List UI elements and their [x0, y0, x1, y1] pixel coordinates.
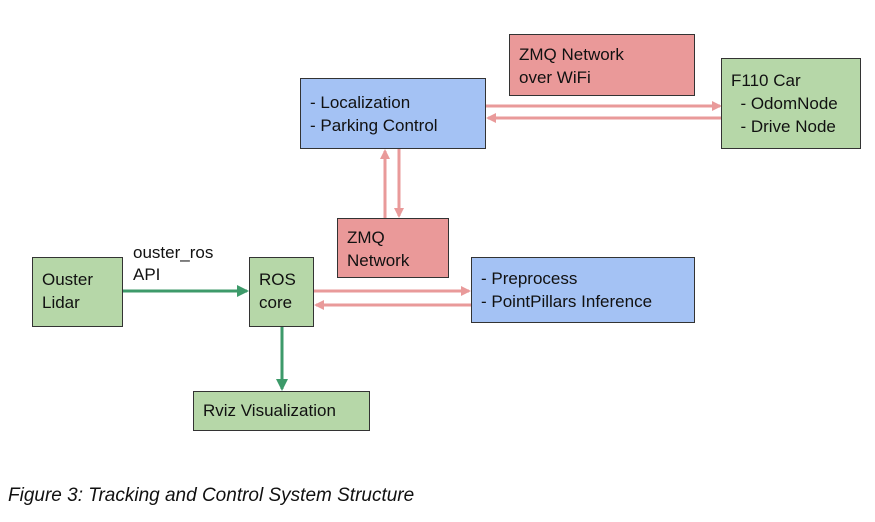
ouster-lidar-node: Ouster Lidar [32, 257, 123, 327]
zmq-wifi-line-2: over WiFi [519, 68, 591, 87]
rviz-visualization-node: Rviz Visualization [193, 391, 370, 431]
f110-line-3: - Drive Node [731, 117, 836, 136]
lidar-line-2: Lidar [42, 293, 80, 312]
zmq-network-node: ZMQ Network [337, 218, 449, 278]
f110-car-node: F110 Car - OdomNode - Drive Node [721, 58, 861, 149]
localization-line-2: - Parking Control [310, 116, 438, 135]
preprocess-line-2: - PointPillars Inference [481, 292, 653, 311]
zmq-wifi-line-1: ZMQ Network [519, 45, 624, 64]
preprocess-line-1: - Preprocess [481, 269, 578, 288]
localization-line-1: - Localization [310, 93, 411, 112]
preprocess-node: - Preprocess - PointPillars Inference [471, 257, 695, 323]
ros-core-line-1: ROS [259, 270, 296, 289]
figure-caption: Figure 3: Tracking and Control System St… [8, 485, 415, 506]
api-label-line-2: API [133, 265, 161, 284]
ros-core-line-2: core [259, 293, 293, 312]
f110-line-2: - OdomNode [731, 94, 838, 113]
localization-node: - Localization - Parking Control [300, 78, 486, 149]
zmq-network-line-1: ZMQ [347, 228, 385, 247]
f110-line-1: F110 Car [731, 71, 801, 90]
zmq-wifi-node: ZMQ Network over WiFi [509, 34, 695, 96]
ros-core-node: ROS core [249, 257, 314, 327]
zmq-network-line-2: Network [347, 251, 410, 270]
lidar-line-1: Ouster [42, 270, 94, 289]
api-label-line-1: ouster_ros [133, 243, 214, 262]
ouster-api-edge-label: ouster_ros API [133, 242, 213, 286]
rviz-line-1: Rviz Visualization [203, 401, 336, 420]
